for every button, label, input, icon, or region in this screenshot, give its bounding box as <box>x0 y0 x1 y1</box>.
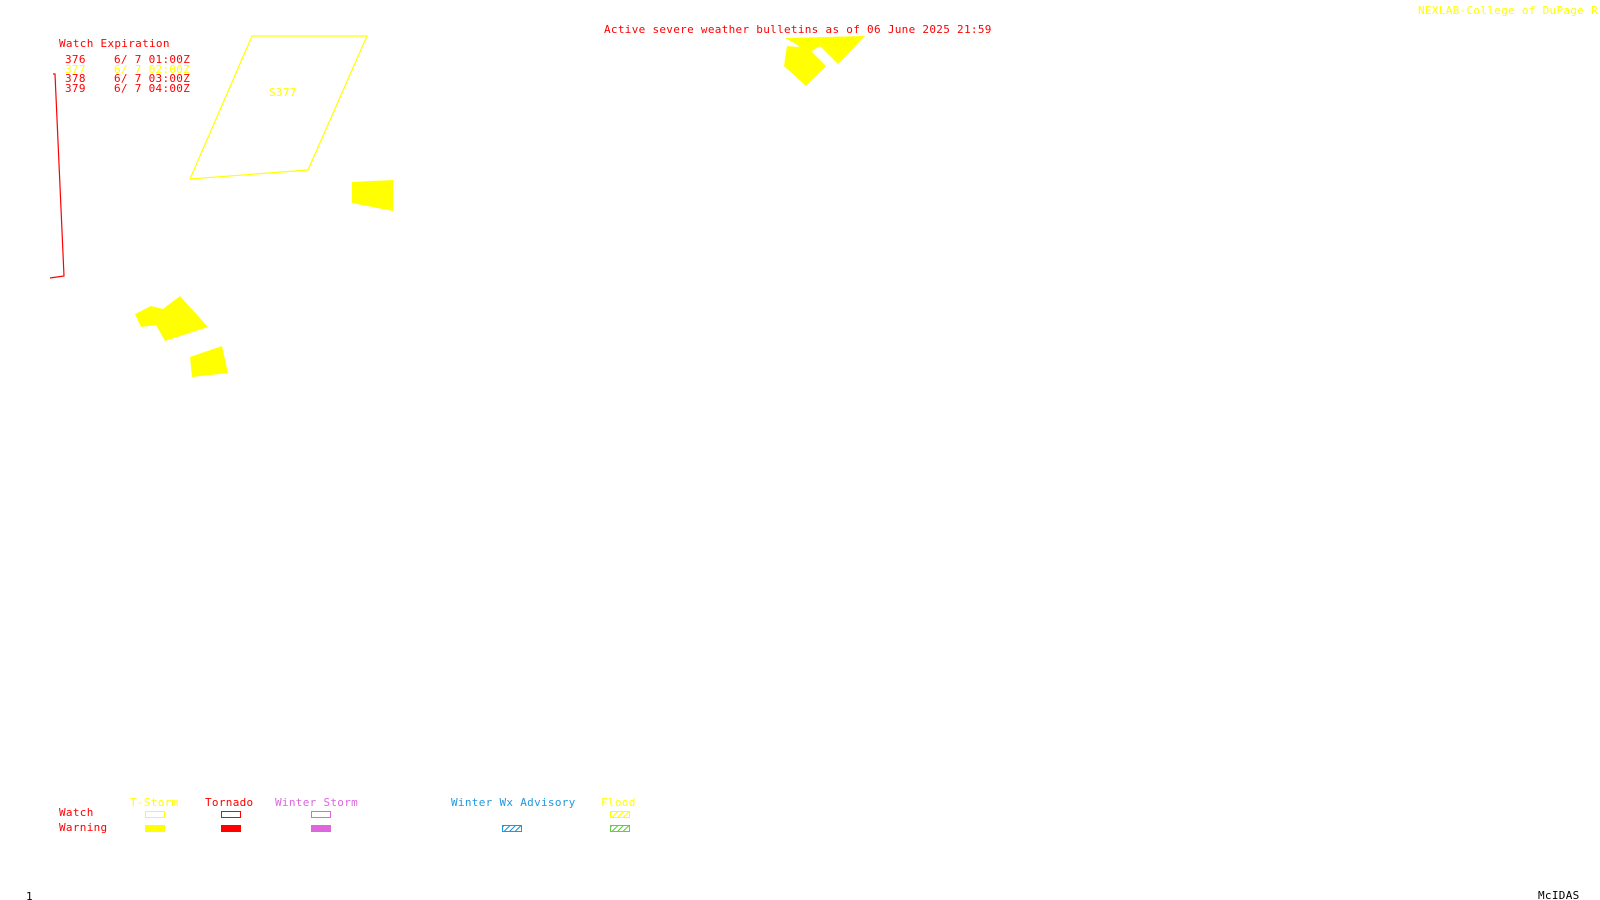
tstorm-warning-polygon <box>190 346 228 377</box>
software-label: McIDAS <box>1538 889 1580 900</box>
legend-tstorm-warning-swatch <box>145 825 165 832</box>
watch-id: 376 <box>65 53 86 66</box>
legend-tornado-label: Tornado <box>205 796 254 809</box>
watch-id: 377 <box>65 63 86 76</box>
tstorm-warning-polygon <box>352 180 393 211</box>
legend-tornado-warning-swatch <box>221 825 241 832</box>
legend-warning-row-label: Warning <box>59 821 108 834</box>
page-title: Active severe weather bulletins as of 06… <box>604 23 992 36</box>
watch-expiration-time: 6/ 7 03:00Z <box>114 72 191 85</box>
watch-label: S377 <box>269 86 297 99</box>
legend-winter-advisory-swatch <box>502 825 522 832</box>
credit-label: NEXLAB-College of DuPage R <box>1418 4 1598 17</box>
watch-expiration-time: 6/ 7 02:00Z <box>114 63 191 76</box>
legend-tstorm-label: T-Storm <box>130 796 179 809</box>
watch-table-heading: Watch Expiration <box>59 37 170 50</box>
legend-winter-storm-watch-swatch <box>311 811 331 818</box>
tornado-watch-outline <box>49 73 65 279</box>
watch-id: 378 <box>65 72 86 85</box>
watch-expiration-time: 6/ 7 01:00Z <box>114 53 191 66</box>
legend-tornado-watch-swatch <box>221 811 241 818</box>
legend-winter-storm-warning-swatch <box>311 825 331 832</box>
tstorm-watch-outline <box>189 35 368 180</box>
legend-winter-advisory-label: Winter Wx Advisory <box>451 796 576 809</box>
legend-flood-label: Flood <box>601 796 636 809</box>
tstorm-warning-polygon <box>785 36 865 64</box>
tstorm-warning-polygon <box>784 46 826 86</box>
frame-number: 1 <box>26 890 33 900</box>
tstorm-warning-polygon <box>135 296 208 341</box>
legend-flood-warning-swatch <box>610 825 630 832</box>
legend-flood-watch-swatch <box>610 811 630 818</box>
watch-id: 379 <box>65 82 86 95</box>
legend-tstorm-watch-swatch <box>145 811 165 818</box>
watch-expiration-time: 6/ 7 04:00Z <box>114 82 191 95</box>
legend-winter-storm-label: Winter Storm <box>275 796 359 809</box>
legend-watch-row-label: Watch <box>59 806 94 819</box>
